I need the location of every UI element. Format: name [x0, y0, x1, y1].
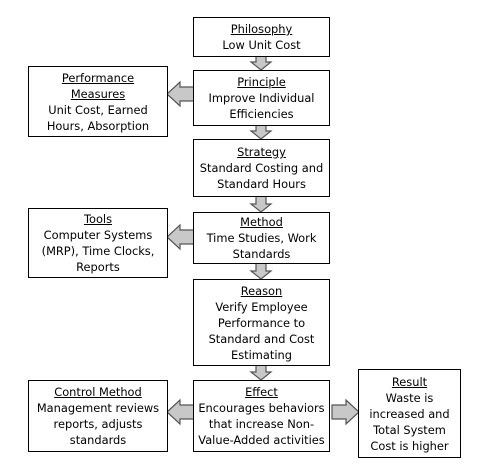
- arrow-effect-to-result: [331, 398, 360, 426]
- reason-line: Standard and Cost: [208, 331, 315, 346]
- strategy-line: Standard Hours: [217, 177, 306, 191]
- strategy-heading: Strategy: [237, 145, 286, 159]
- tools-line: (MRP), Time Clocks,: [41, 244, 155, 258]
- tools-box: Tools Computer Systems (MRP), Time Clock…: [28, 208, 168, 278]
- performance-measures-heading: Performance: [61, 70, 135, 85]
- result-heading: Result: [391, 374, 428, 389]
- result-line: Total System: [373, 422, 446, 437]
- control-method-line: Management reviews: [36, 401, 160, 415]
- arrow-method-to-reason: [249, 262, 273, 280]
- method-heading: Method: [240, 215, 283, 229]
- method-line: Time Studies, Work: [206, 231, 317, 245]
- performance-measures-box: Performance Measures Unit Cost, Earned H…: [28, 66, 168, 137]
- control-method-line: standards: [69, 433, 127, 447]
- effect-box: Effect Encourages behaviors that increas…: [193, 380, 330, 452]
- philosophy-line: Low Unit Cost: [222, 38, 301, 52]
- effect-line: Encourages behaviors: [198, 401, 325, 415]
- principle-heading: Principle: [237, 75, 286, 89]
- philosophy-heading: Philosophy: [230, 22, 293, 36]
- arrow-philosophy-to-principle: [249, 55, 273, 71]
- control-method-box: Control Method Management reviews report…: [28, 380, 168, 452]
- strategy-box: Strategy Standard Costing and Standard H…: [193, 139, 330, 197]
- result-line: Cost is higher: [370, 438, 449, 453]
- performance-measures-heading: Measures: [70, 86, 126, 101]
- reason-line: Performance to: [217, 315, 306, 330]
- control-method-line: reports, adjusts: [53, 417, 143, 431]
- tools-line: Reports: [76, 260, 120, 274]
- reason-line: Estimating: [231, 347, 292, 362]
- arrow-reason-to-effect: [249, 364, 273, 381]
- arrow-method-to-tools: [166, 223, 196, 251]
- reason-box: Reason Verify Employee Performance to St…: [193, 279, 330, 366]
- tools-line: Computer Systems: [43, 228, 153, 242]
- method-line: Standards: [232, 247, 291, 261]
- control-method-heading: Control Method: [54, 385, 142, 399]
- tools-heading: Tools: [83, 212, 113, 226]
- effect-line: Value-Added activities: [198, 433, 325, 447]
- arrow-effect-to-control-method: [166, 398, 196, 426]
- arrow-principle-to-strategy: [249, 124, 273, 140]
- arrow-strategy-to-method: [249, 195, 273, 213]
- effect-heading: Effect: [245, 385, 278, 399]
- result-box: Result Waste is increased and Total Syst…: [358, 369, 461, 458]
- reason-heading: Reason: [240, 283, 283, 298]
- principle-box: Principle Improve Individual Efficiencie…: [193, 70, 330, 126]
- performance-measures-line: Hours, Absorption: [46, 118, 150, 133]
- result-line: increased and: [369, 406, 450, 421]
- effect-line: that increase Non-: [208, 417, 315, 431]
- strategy-line: Standard Costing and: [199, 161, 324, 175]
- principle-line: Improve Individual: [208, 91, 315, 105]
- principle-line: Efficiencies: [229, 107, 294, 121]
- method-box: Method Time Studies, Work Standards: [193, 212, 330, 264]
- reason-line: Verify Employee: [215, 299, 308, 314]
- result-line: Waste is: [385, 390, 434, 405]
- philosophy-box: Philosophy Low Unit Cost: [193, 17, 330, 57]
- arrow-principle-to-performance-measures: [166, 80, 196, 108]
- performance-measures-line: Unit Cost, Earned: [48, 102, 148, 117]
